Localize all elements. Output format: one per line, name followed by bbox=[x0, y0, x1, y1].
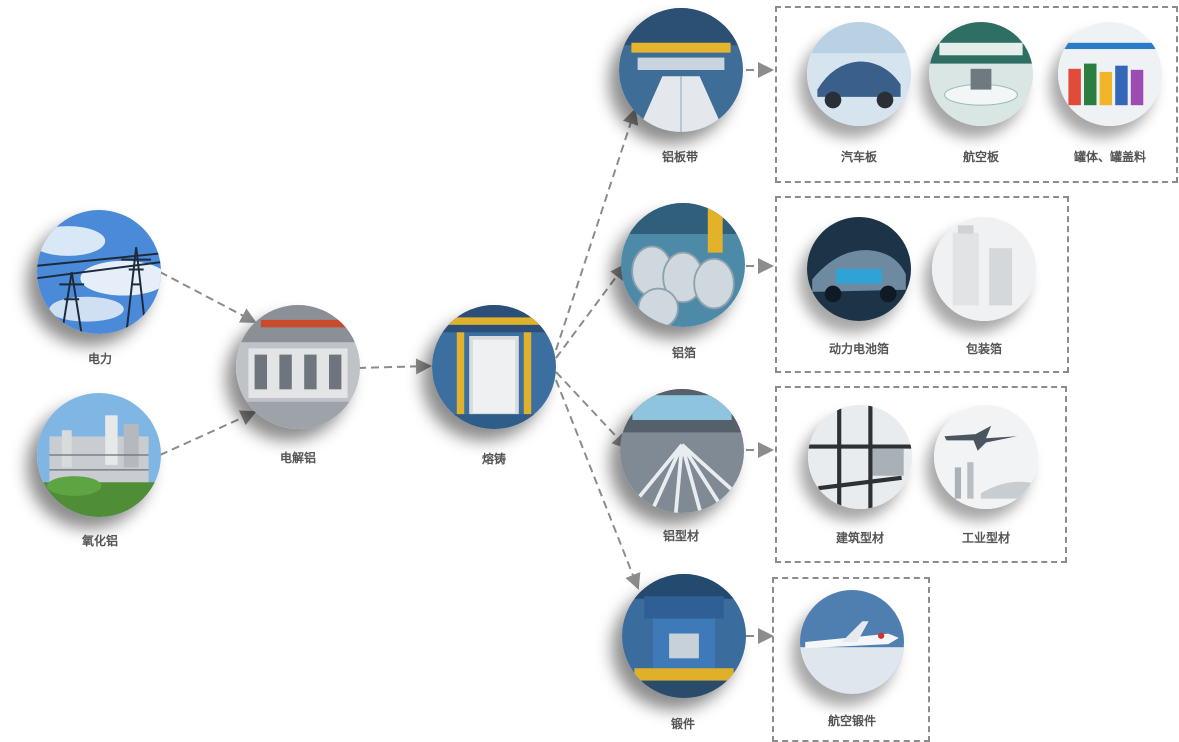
aero-forging-image bbox=[800, 590, 904, 694]
battery-foil-label: 动力电池箔 bbox=[828, 342, 889, 356]
group-foil-applications bbox=[775, 196, 1069, 373]
sheet-node-image bbox=[619, 8, 743, 132]
foil-node-image bbox=[621, 203, 745, 327]
power-label: 电力 bbox=[87, 352, 112, 366]
industrial-profile-label: 工业型材 bbox=[961, 531, 1010, 545]
building-profile-label: 建筑型材 bbox=[835, 531, 884, 545]
alumina-node-image bbox=[37, 393, 161, 517]
group-profile-applications bbox=[775, 386, 1067, 563]
electrolytic-node-image bbox=[236, 305, 360, 429]
packaging-foil-label: 包装箔 bbox=[965, 342, 1002, 356]
group-sheet-applications bbox=[775, 6, 1178, 183]
forging-label: 锻件 bbox=[670, 717, 695, 731]
alumina-label: 氧化铝 bbox=[81, 534, 118, 548]
casting-node-image bbox=[432, 305, 556, 429]
arrow-casting-to-forging bbox=[555, 379, 641, 590]
building-profile-image bbox=[808, 405, 912, 509]
battery-foil-image bbox=[807, 217, 911, 321]
arrow-casting-to-profile bbox=[555, 371, 629, 450]
foil-label: 铝箔 bbox=[671, 346, 696, 360]
aero-sheet-label: 航空板 bbox=[962, 150, 999, 164]
auto-sheet-image bbox=[807, 22, 911, 126]
arrow-electrolytic-to-casting bbox=[357, 358, 432, 375]
arrow-casting-to-sheet bbox=[555, 108, 639, 351]
arrow-alumina-to-electrolytic bbox=[159, 410, 257, 456]
can-stock-image bbox=[1058, 22, 1162, 126]
industrial-profile-image bbox=[934, 405, 1038, 509]
arrow-power-to-electrolytic bbox=[159, 271, 257, 323]
sheet-label: 铝板带 bbox=[661, 150, 698, 164]
arrow-casting-to-foil bbox=[555, 263, 627, 359]
can-stock-label: 罐体、罐盖料 bbox=[1073, 150, 1146, 164]
packaging-foil-image bbox=[932, 217, 1036, 321]
profile-label: 铝型材 bbox=[662, 529, 699, 543]
group-forging-applications bbox=[772, 577, 930, 742]
auto-sheet-label: 汽车板 bbox=[840, 150, 877, 164]
aero-forging-label: 航空锻件 bbox=[827, 714, 876, 728]
electrolytic-label: 电解铝 bbox=[279, 451, 316, 465]
casting-label: 熔铸 bbox=[481, 452, 506, 466]
aero-sheet-image bbox=[929, 22, 1033, 126]
power-node-image bbox=[37, 210, 161, 334]
profile-node-image bbox=[620, 389, 744, 513]
forging-node-image bbox=[622, 574, 746, 698]
